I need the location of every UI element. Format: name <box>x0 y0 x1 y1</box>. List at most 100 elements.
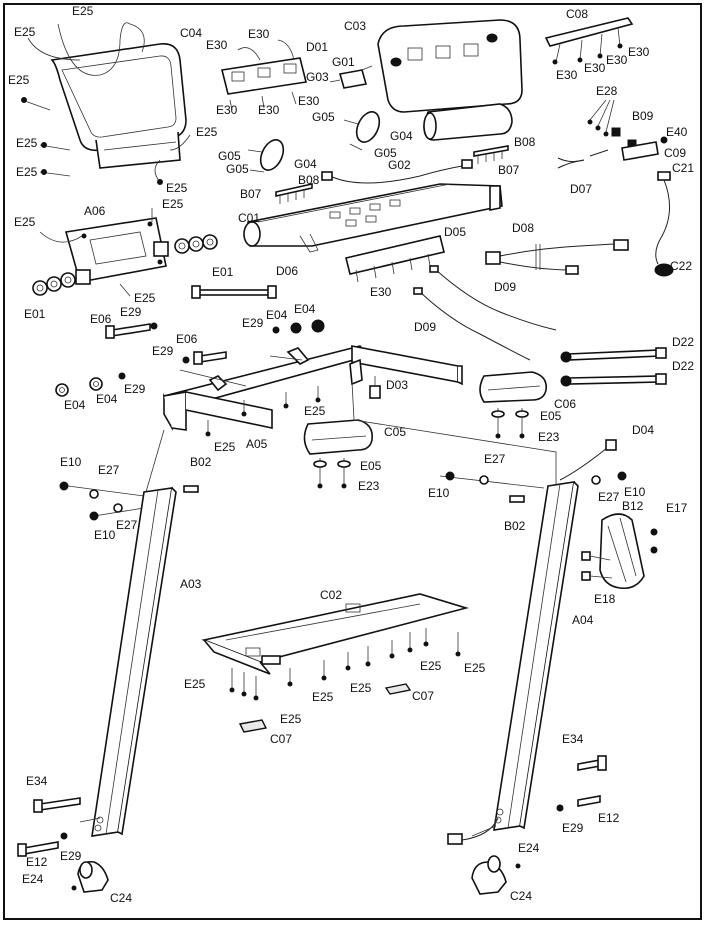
upright-a04 <box>493 481 579 831</box>
label-c07: C07 <box>270 732 292 746</box>
label-a06: A06 <box>84 204 106 218</box>
label-e06: E06 <box>90 312 112 326</box>
label-e25: E25 <box>196 125 218 139</box>
label-g05: G05 <box>374 146 397 160</box>
label-e25: E25 <box>72 4 94 18</box>
bushings-e01-left <box>32 269 91 296</box>
label-e06: E06 <box>176 332 198 346</box>
label-g05: G05 <box>218 149 241 163</box>
label-e24: E24 <box>22 872 44 886</box>
label-e10: E10 <box>60 455 82 469</box>
label-e30: E30 <box>258 103 280 117</box>
label-e25: E25 <box>162 197 184 211</box>
label-e25: E25 <box>14 25 36 39</box>
label-d06: D06 <box>276 264 298 278</box>
label-a05: A05 <box>246 437 268 451</box>
label-d05: D05 <box>444 225 466 239</box>
label-e10: E10 <box>428 486 450 500</box>
label-b07: B07 <box>498 163 520 177</box>
label-e23: E23 <box>538 430 560 444</box>
module-g01 <box>329 65 373 89</box>
label-d09: D09 <box>494 280 516 294</box>
label-d03: D03 <box>386 378 408 392</box>
label-b07: B07 <box>240 187 262 201</box>
label-e25: E25 <box>16 165 38 179</box>
label-e29: E29 <box>152 344 174 358</box>
label-c09: C09 <box>664 146 686 160</box>
label-e25: E25 <box>420 659 442 673</box>
label-c08: C08 <box>566 7 588 21</box>
label-g05: G05 <box>312 110 335 124</box>
label-c01: C01 <box>238 211 260 225</box>
label-e04: E04 <box>294 302 316 316</box>
label-e01: E01 <box>24 307 46 321</box>
label-e27: E27 <box>116 518 138 532</box>
console-base-c01 <box>243 183 503 253</box>
label-d04: D04 <box>632 423 654 437</box>
diagram-border <box>3 3 702 920</box>
label-c07: C07 <box>412 689 434 703</box>
label-e30: E30 <box>248 27 270 41</box>
label-d22: D22 <box>672 359 694 373</box>
console-c03 <box>377 19 523 141</box>
label-e24: E24 <box>518 841 540 855</box>
label-e30: E30 <box>216 103 238 117</box>
label-e25: E25 <box>14 215 36 229</box>
label-e12: E12 <box>26 855 48 869</box>
label-c06: C06 <box>554 397 576 411</box>
speaker-g04-right <box>343 111 381 151</box>
label-e23: E23 <box>358 479 380 493</box>
label-g05: G05 <box>226 162 249 176</box>
label-e25: E25 <box>350 681 372 695</box>
label-e25: E25 <box>166 181 188 195</box>
safety-key-c21-c22 <box>654 171 674 277</box>
cables-d22 <box>560 347 667 387</box>
label-e34: E34 <box>26 774 48 788</box>
label-e29: E29 <box>242 316 264 330</box>
part-labels: E25 E25 C04 E25 E25 E25 E25 E25 E30 E30 … <box>8 4 694 905</box>
label-e29: E29 <box>120 305 142 319</box>
label-b08: B08 <box>514 135 536 149</box>
wires-d09 <box>413 265 557 361</box>
assembly-guide-lines <box>67 381 557 517</box>
label-e05: E05 <box>360 459 382 473</box>
label-d09: D09 <box>414 320 436 334</box>
label-e29: E29 <box>562 821 584 835</box>
label-e29: E29 <box>60 849 82 863</box>
cable-d04 <box>447 439 617 845</box>
key-switch-assembly <box>557 99 668 169</box>
label-c02: C02 <box>320 588 342 602</box>
label-g01: G01 <box>332 55 355 69</box>
label-c04: C04 <box>180 26 202 40</box>
label-e04: E04 <box>64 398 86 412</box>
label-d08: D08 <box>512 221 534 235</box>
connector-b08-b07-left <box>275 183 313 204</box>
nuts-e04-washers-e29 <box>55 319 325 397</box>
bracket-d01 <box>221 39 307 111</box>
pads-c07 <box>238 683 412 733</box>
label-e30: E30 <box>206 38 228 52</box>
label-d07: D07 <box>570 182 592 196</box>
foot-fasteners <box>17 755 607 891</box>
label-c24: C24 <box>510 889 532 903</box>
label-c24: C24 <box>110 891 132 905</box>
bushings-e01-right <box>153 234 218 257</box>
handle-c08 <box>544 17 634 65</box>
cap-c05 <box>303 419 374 489</box>
cap-c06 <box>479 371 548 439</box>
label-e10: E10 <box>624 485 646 499</box>
label-d22: D22 <box>672 335 694 349</box>
label-e27: E27 <box>484 452 506 466</box>
label-e27: E27 <box>598 490 620 504</box>
label-e29: E29 <box>124 382 146 396</box>
harness-d08 <box>485 239 629 275</box>
console-frame-c04 <box>50 43 187 169</box>
cable-g02 <box>321 159 473 184</box>
label-e30: E30 <box>584 61 606 75</box>
crossbar-a05 <box>162 345 463 432</box>
label-e25: E25 <box>312 690 334 704</box>
sensor-d03 <box>369 376 381 399</box>
label-e10: E10 <box>94 528 116 542</box>
